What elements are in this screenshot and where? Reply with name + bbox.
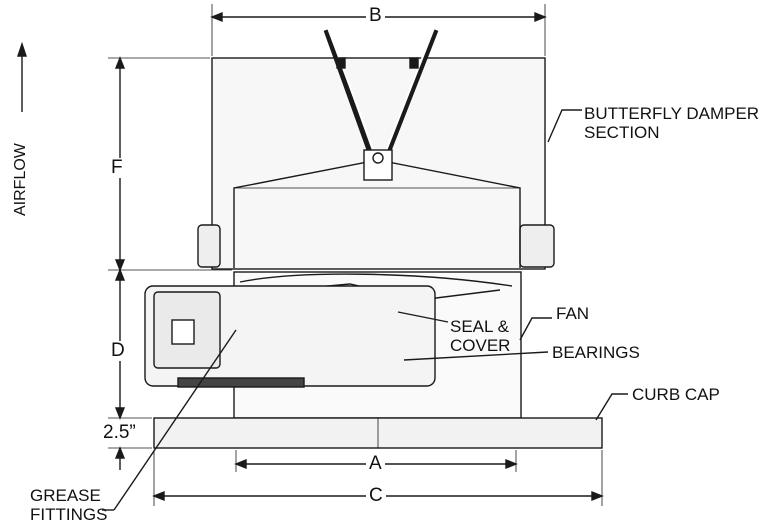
airflow-label: AIRFLOW [12, 143, 29, 216]
butterfly-damper-label: BUTTERFLY DAMPER SECTION [584, 104, 759, 142]
motor [144, 285, 436, 388]
bearings-label: BEARINGS [552, 343, 640, 362]
curb-height-label: 2.5” [100, 423, 139, 443]
seal-cover-label: SEAL & COVER [450, 317, 510, 355]
seal-cover-line1: SEAL & [450, 317, 509, 336]
fan-label: FAN [556, 304, 590, 323]
dimension-d-label: D [108, 341, 128, 361]
dimension-f-label: F [108, 158, 126, 178]
dimension-b-label: B [366, 6, 385, 26]
dimension-a-label: A [366, 454, 385, 474]
grease-fittings-line1: GREASE [30, 486, 101, 505]
grease-fittings-label: GREASE FITTINGS [30, 486, 107, 524]
damper-blades [323, 27, 439, 181]
curb-height-line [108, 446, 152, 470]
curb-cap-label: CURB CAP [632, 385, 720, 404]
airflow-arrow [17, 41, 27, 112]
grease-fittings-line2: FITTINGS [30, 505, 108, 524]
dimension-c-label: C [366, 486, 386, 506]
seal-cover-line2: COVER [450, 336, 511, 355]
butterfly-damper-line1: BUTTERFLY DAMPER [584, 104, 760, 123]
dimension-f-line [108, 56, 232, 272]
butterfly-damper-line2: SECTION [584, 123, 660, 142]
leader-lines [102, 109, 628, 511]
curb-cap [153, 417, 603, 449]
